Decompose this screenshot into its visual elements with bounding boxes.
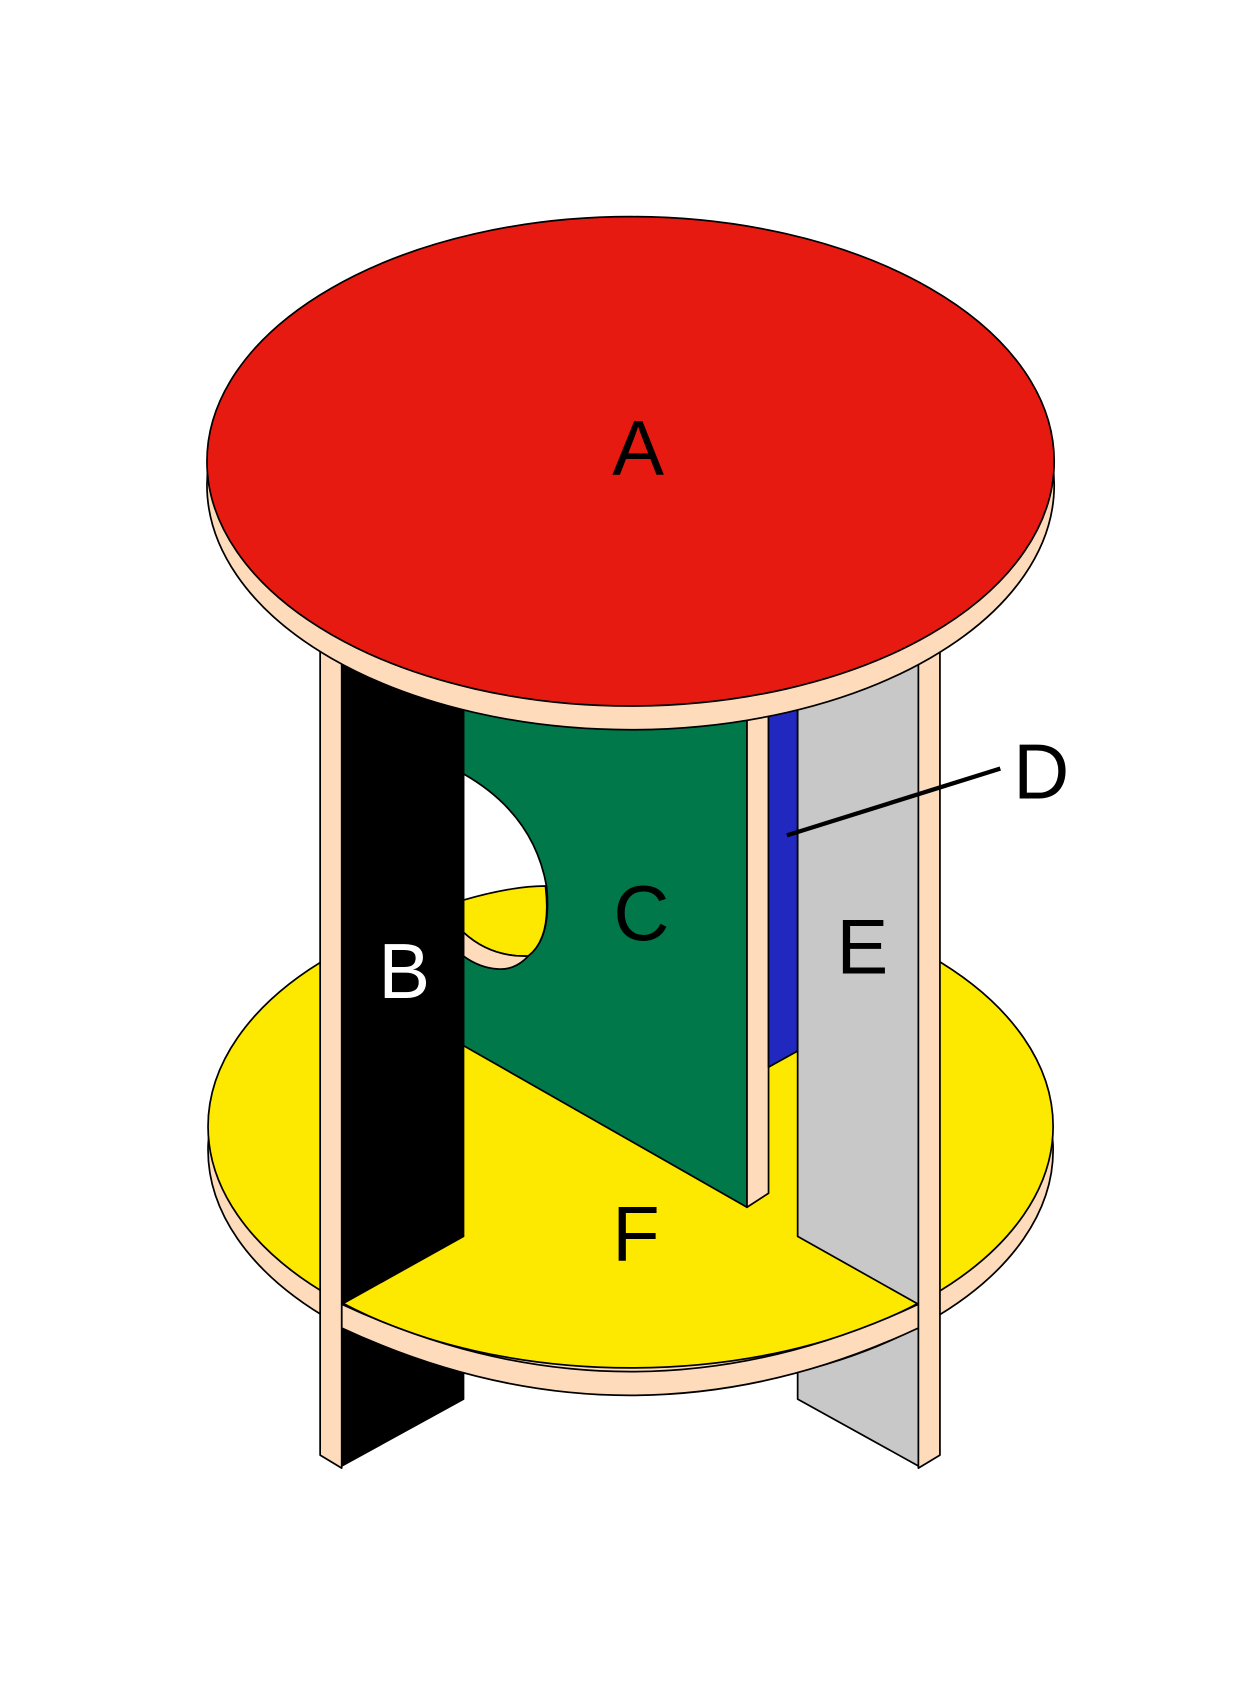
label-c: C [613,871,669,957]
post-left [319,635,343,1469]
label-b: B [378,929,430,1015]
panel-c-edge [746,710,770,1209]
panel-c-hole-disk-edge [462,931,530,970]
label-a: A [612,405,664,491]
label-e: E [836,904,888,990]
label-f: F [612,1192,659,1278]
label-d: D [1013,730,1069,816]
panel-d [767,707,799,1068]
label-d-leader-line [786,766,1001,838]
top-disk-a [206,215,1056,707]
post-right [917,635,941,1469]
